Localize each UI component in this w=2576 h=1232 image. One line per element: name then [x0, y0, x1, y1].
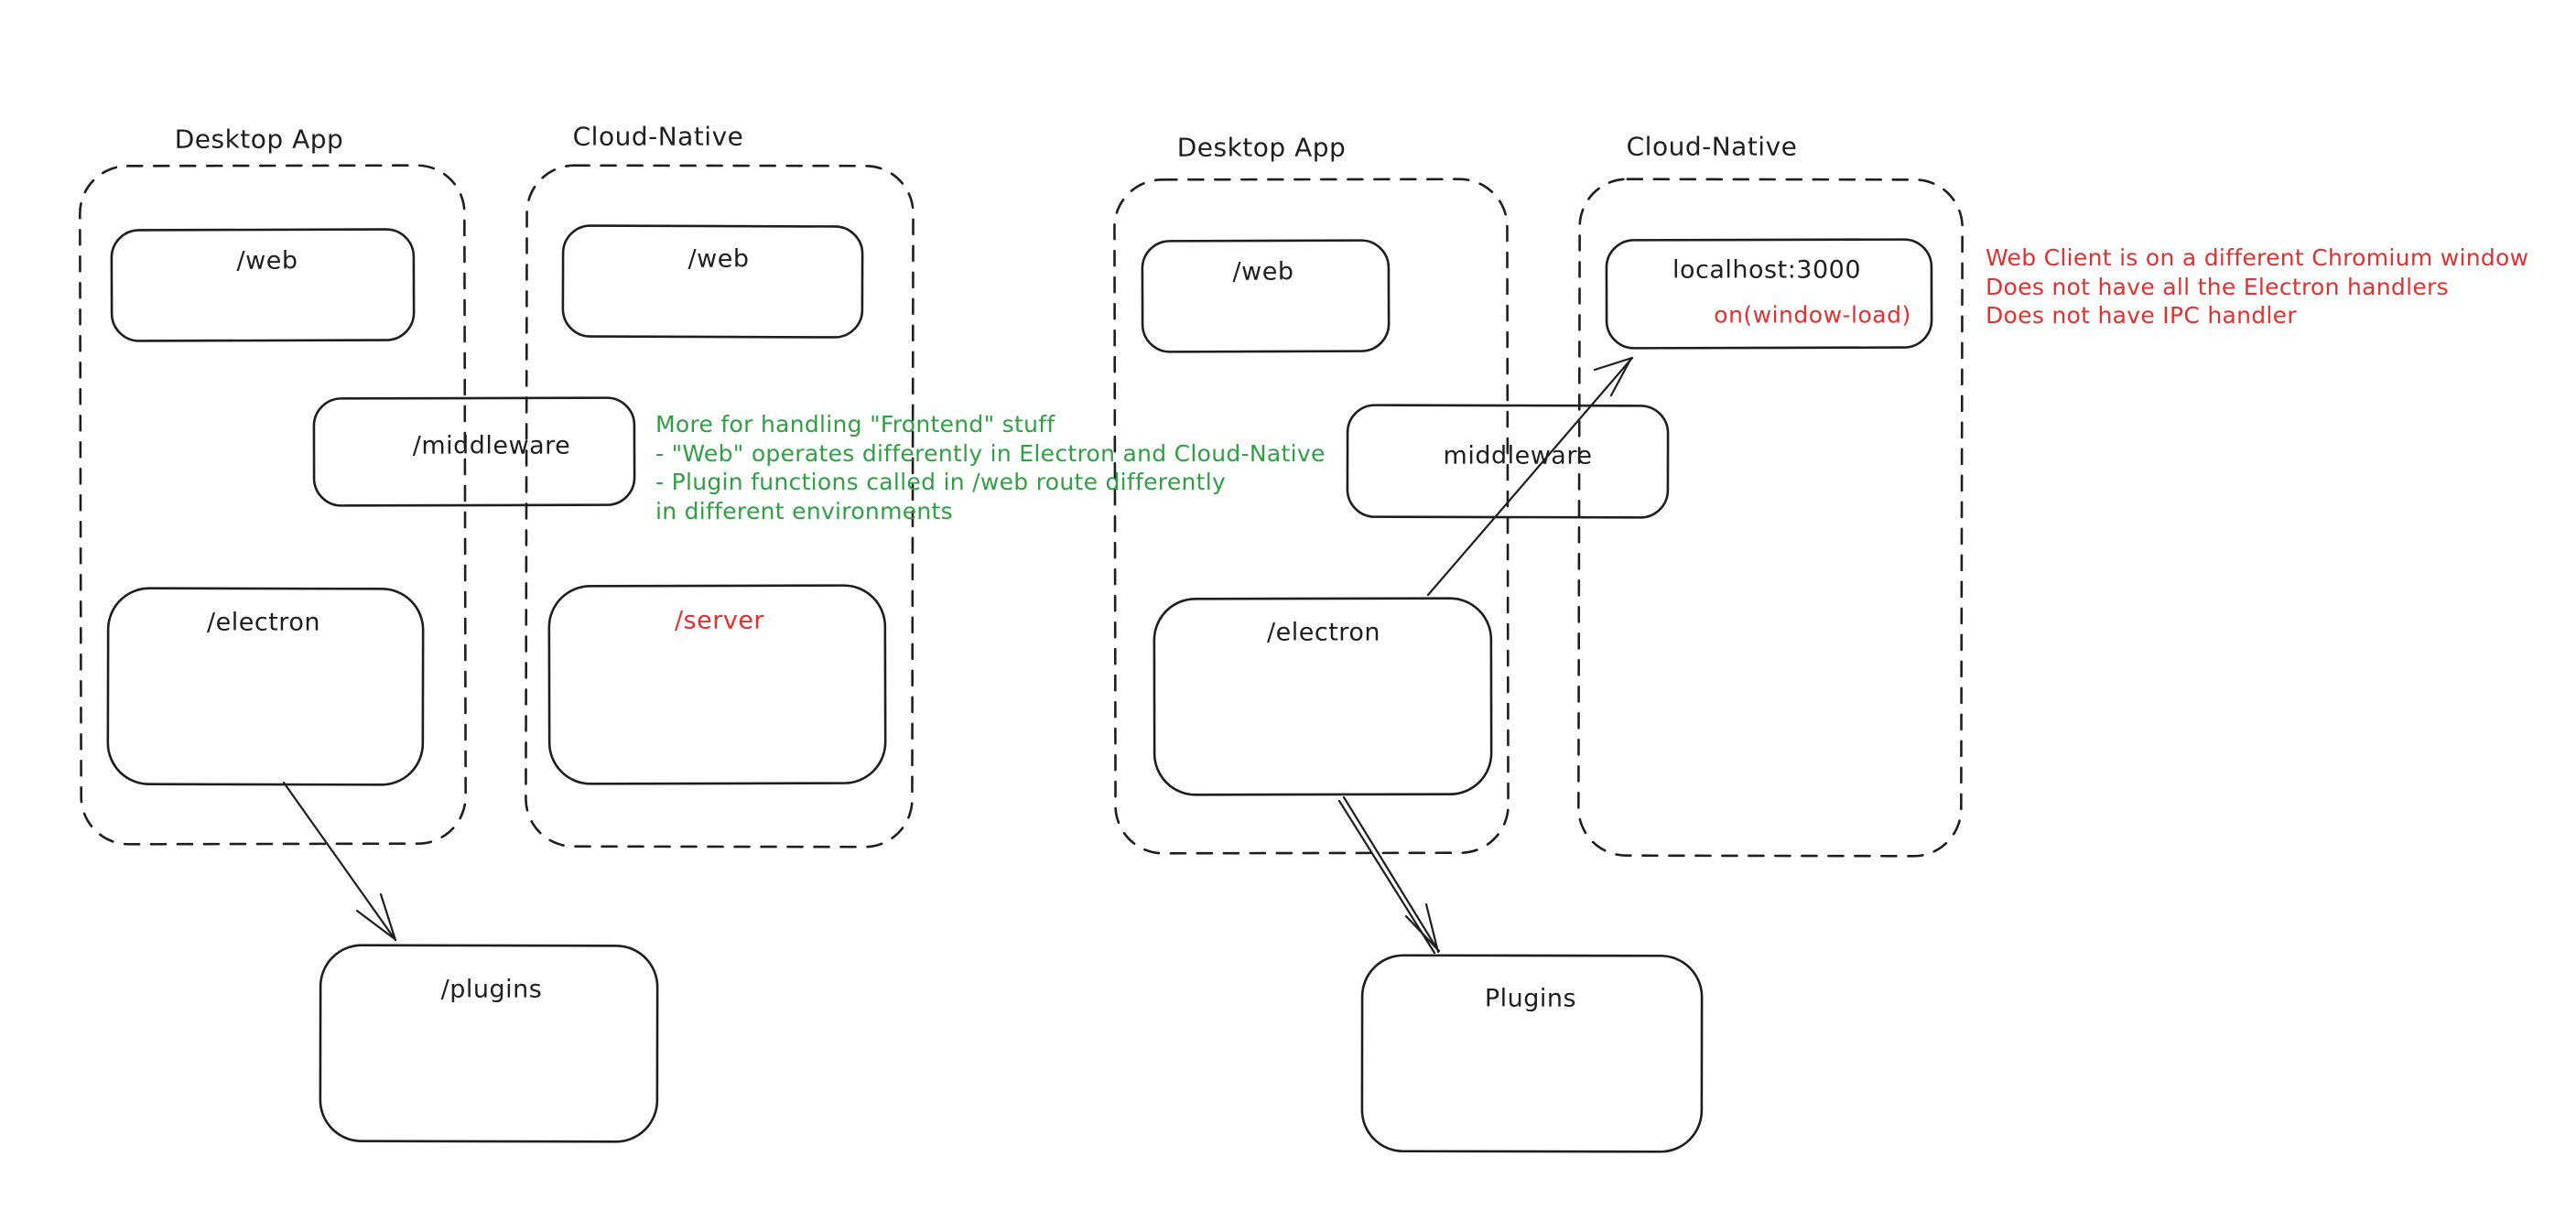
arrow-electron-to-plugins-right [1337, 795, 1441, 955]
left-desktop-container [79, 164, 467, 846]
right-cloud-container [1577, 178, 1964, 858]
left-plugins-box [319, 944, 659, 1143]
left-cloud-group-label: Cloud-Native [572, 121, 744, 152]
left-middleware-box [312, 396, 636, 507]
localhost-label: localhost:3000 [1672, 255, 1862, 285]
green-note-line-4: in different environments [655, 497, 953, 524]
arrow-electron-to-plugins-left [282, 781, 397, 942]
right-middleware-label: middleware [1443, 441, 1593, 470]
left-middleware-label: /middleware [412, 431, 571, 460]
right-web-label: /web [1232, 257, 1294, 286]
right-plugins-label: Plugins [1484, 984, 1577, 1013]
right-desktop-group-label: Desktop App [1176, 132, 1347, 163]
left-desktop-web-box [110, 228, 416, 342]
right-web-box [1141, 239, 1391, 353]
left-cloud-web-label: /web [687, 244, 750, 274]
right-electron-label: /electron [1267, 618, 1380, 647]
right-middleware-box [1346, 404, 1670, 519]
red-note-line-3: Does not have IPC handler [1986, 302, 2297, 329]
green-note-line-1: More for handling "Frontend" stuff [655, 411, 1055, 438]
arrow-electron-to-localhost [1426, 356, 1634, 597]
left-plugins-label: /plugins [440, 975, 543, 1004]
localhost-box [1605, 238, 1933, 350]
window-load-label: on(window-load) [1714, 301, 1911, 329]
green-note-line-2: - "Web" operates differently in Electron… [655, 439, 1326, 467]
right-plugins-box [1360, 954, 1704, 1153]
left-desktop-web-label: /web [236, 246, 298, 276]
left-server-label: /server [674, 606, 765, 635]
left-electron-box [106, 587, 425, 786]
right-cloud-group-label: Cloud-Native [1626, 131, 1798, 162]
left-server-box [547, 584, 887, 785]
green-note-line-3: - Plugin functions called in /web route … [655, 469, 1227, 495]
right-desktop-container [1113, 178, 1510, 855]
green-note: More for handling "Frontend" stuff - "We… [655, 410, 1326, 525]
left-electron-label: /electron [207, 608, 320, 637]
right-electron-box [1153, 597, 1493, 796]
left-desktop-group-label: Desktop App [174, 124, 344, 155]
red-note-line-2: Does not have all the Electron handlers [1986, 273, 2449, 300]
red-note-line-1: Web Client is on a different Chromium wi… [1986, 244, 2529, 271]
red-note: Web Client is on a different Chromium wi… [1986, 243, 2528, 330]
left-cloud-web-box [561, 224, 864, 339]
